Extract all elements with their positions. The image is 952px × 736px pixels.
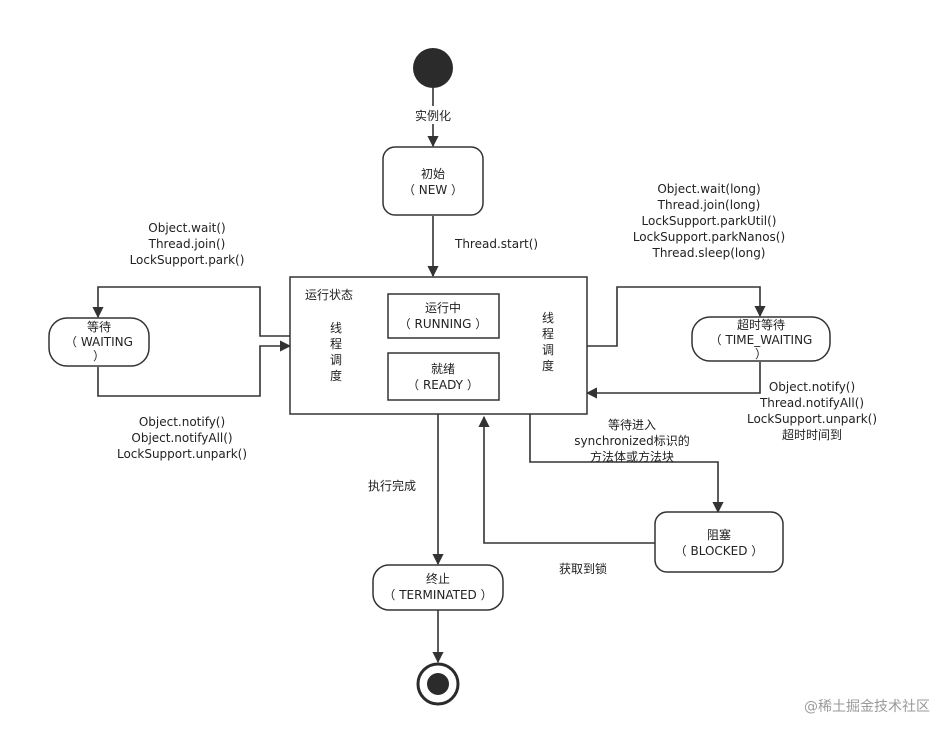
label-from-blocked: 获取到锁 <box>559 561 607 576</box>
label-bg-instantiate <box>408 106 458 124</box>
label-to-timed-waiting-4: LockSupport.parkNanos() <box>633 230 785 244</box>
label-to-waiting-2: Thread.join() <box>148 237 226 251</box>
label-new-1: 初始 <box>421 167 445 181</box>
label-schedule-right-4: 度 <box>542 358 554 373</box>
label-running-2: （ RUNNING ） <box>399 317 488 331</box>
state-blocked <box>654 511 784 573</box>
label-from-timed-waiting-1: Object.notify() <box>769 380 855 394</box>
label-schedule-right-3: 调 <box>542 343 554 357</box>
label-to-waiting-1: Object.wait() <box>148 221 225 235</box>
state-terminated <box>372 564 504 611</box>
label-from-waiting-3: LockSupport.unpark() <box>117 447 247 461</box>
initial-node <box>413 48 453 88</box>
label-waiting-2: （ WAITING <box>65 335 133 349</box>
edge-to-waiting <box>92 286 290 337</box>
label-new-2: （ NEW ） <box>403 183 463 197</box>
label-to-timed-waiting-5: Thread.sleep(long) <box>651 246 765 260</box>
state-ready <box>387 352 500 401</box>
label-to-timed-waiting-1: Object.wait(long) <box>657 182 760 196</box>
state-waiting <box>48 317 150 367</box>
label-schedule-left-3: 调 <box>330 353 342 367</box>
label-to-waiting-3: LockSupport.park() <box>130 253 245 267</box>
label-ready-1: 就绪 <box>431 362 455 376</box>
label-to-timed-waiting-2: Thread.join(long) <box>657 198 761 212</box>
label-ready-2: （ READY ） <box>407 378 479 392</box>
label-timed-waiting-2: （ TIME_WAITING <box>710 333 813 347</box>
label-schedule-left-1: 线 <box>330 321 342 335</box>
label-runnable-group: 运行状态 <box>305 288 353 302</box>
label-instantiate: 实例化 <box>415 108 451 123</box>
label-waiting-1: 等待 <box>87 320 111 334</box>
edge-from-waiting <box>97 340 292 397</box>
label-terminated-1: 终止 <box>426 571 450 586</box>
label-blocked-1: 阻塞 <box>707 527 731 542</box>
label-finish: 执行完成 <box>368 478 416 493</box>
watermark: @稀土掘金技术社区 <box>804 699 930 715</box>
edge-from-timed-waiting <box>585 362 761 399</box>
state-timed-waiting <box>691 316 831 362</box>
label-to-blocked-2: synchronized标识的 <box>574 433 689 448</box>
label-from-waiting-1: Object.notify() <box>139 415 225 429</box>
label-blocked-2: （ BLOCKED ） <box>675 544 764 558</box>
label-from-timed-waiting-3: LockSupport.unpark() <box>747 412 877 426</box>
label-schedule-left-2: 程 <box>330 336 342 351</box>
label-terminated-2: （ TERMINATED ） <box>383 588 492 602</box>
label-timed-waiting-1: 超时等待 <box>737 317 785 332</box>
label-to-blocked-1: 等待进入 <box>608 418 656 432</box>
label-schedule-right-2: 程 <box>542 326 554 341</box>
edge-from-blocked <box>478 415 655 544</box>
label-from-timed-waiting-2: Thread.notifyAll() <box>759 396 864 410</box>
label-running-1: 运行中 <box>425 300 461 315</box>
final-node <box>416 662 460 706</box>
label-to-timed-waiting-3: LockSupport.parkUtil() <box>642 214 777 228</box>
state-new <box>382 146 484 216</box>
label-start: Thread.start() <box>454 237 538 251</box>
label-waiting-3: ） <box>93 349 105 363</box>
label-from-timed-waiting-4: 超时时间到 <box>782 427 842 442</box>
label-timed-waiting-3: ） <box>755 347 767 361</box>
label-from-waiting-2: Object.notifyAll() <box>131 431 232 445</box>
state-running <box>387 293 500 339</box>
label-schedule-right-1: 线 <box>542 311 554 325</box>
label-schedule-left-4: 度 <box>330 368 342 383</box>
edge-to-blocked <box>529 414 724 514</box>
label-to-blocked-3: 方法体或方法块 <box>590 449 674 464</box>
edge-to-timed-waiting <box>587 286 766 347</box>
